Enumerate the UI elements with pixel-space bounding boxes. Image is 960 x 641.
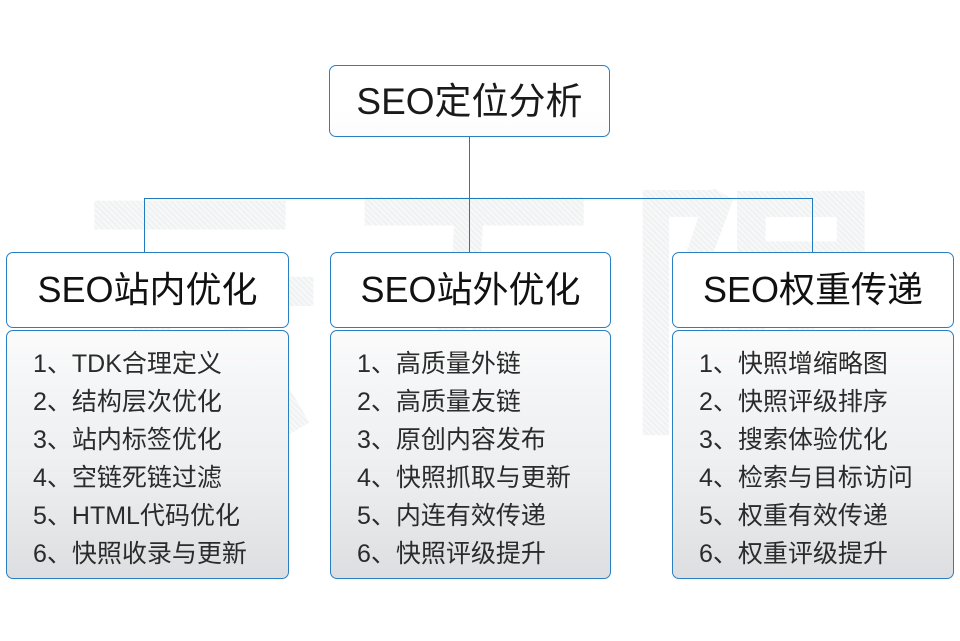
list-item[interactable]: 3、 站内标签优化	[7, 421, 288, 459]
column-header-internal[interactable]: SEO站内优化	[6, 252, 289, 328]
list-item[interactable]: 4、 检索与目标访问	[673, 459, 953, 497]
column-internal: SEO站内优化 1、 TDK合理定义 2、 结构层次优化 3、 站内标签优化 4…	[6, 252, 289, 579]
list-item-index: 2、	[33, 388, 72, 416]
list-item[interactable]: 2、 高质量友链	[331, 383, 610, 421]
root-node[interactable]: SEO定位分析	[329, 65, 610, 137]
list-item-index: 6、	[357, 540, 396, 568]
list-item-index: 5、	[357, 502, 396, 530]
list-item[interactable]: 1、 快照增缩略图	[673, 345, 953, 383]
list-item-index: 3、	[357, 426, 396, 454]
connector-drop-external	[469, 198, 470, 252]
list-item-index: 4、	[357, 464, 396, 492]
list-item-text: 站内标签优化	[71, 426, 222, 454]
item-list-internal: 1、 TDK合理定义 2、 结构层次优化 3、 站内标签优化 4、 空链死链过滤…	[7, 345, 288, 573]
list-item[interactable]: 6、 权重评级提升	[673, 535, 953, 573]
list-item[interactable]: 2、 结构层次优化	[7, 383, 288, 421]
list-item-text: 高质量外链	[395, 350, 521, 378]
column-header-label: SEO站外优化	[360, 269, 581, 310]
list-item-index: 6、	[699, 540, 738, 568]
list-item[interactable]: 5、 HTML代码优化	[7, 497, 288, 535]
list-item-text: 快照评级提升	[395, 540, 546, 568]
list-item-index: 5、	[33, 502, 72, 530]
list-item-text: 内连有效传递	[395, 502, 546, 530]
item-list-external: 1、 高质量外链 2、 高质量友链 3、 原创内容发布 4、 快照抓取与更新 5…	[331, 345, 610, 573]
column-weight: SEO权重传递 1、 快照增缩略图 2、 快照评级排序 3、 搜索体验优化 4、	[672, 252, 954, 579]
column-body-internal: 1、 TDK合理定义 2、 结构层次优化 3、 站内标签优化 4、 空链死链过滤…	[6, 330, 289, 579]
list-item-text: HTML代码优化	[71, 502, 240, 530]
list-item-text: 空链死链过滤	[71, 464, 222, 492]
list-item[interactable]: 6、 快照收录与更新	[7, 535, 288, 573]
list-item-index: 6、	[33, 540, 72, 568]
list-item[interactable]: 2、 快照评级排序	[673, 383, 953, 421]
connector-drop-weight	[812, 198, 813, 252]
list-item-index: 2、	[357, 388, 396, 416]
item-list-weight: 1、 快照增缩略图 2、 快照评级排序 3、 搜索体验优化 4、 检索与目标访问…	[673, 345, 953, 573]
list-item[interactable]: 3、 搜索体验优化	[673, 421, 953, 459]
list-item-text: 快照收录与更新	[71, 540, 247, 568]
list-item-index: 4、	[33, 464, 72, 492]
list-item-index: 1、	[33, 350, 72, 378]
list-item-index: 2、	[699, 388, 738, 416]
list-item[interactable]: 3、 原创内容发布	[331, 421, 610, 459]
column-header-label: SEO站内优化	[37, 269, 258, 310]
connector-root-stem	[469, 137, 470, 198]
list-item[interactable]: 5、 权重有效传递	[673, 497, 953, 535]
root-node-label: SEO定位分析	[356, 80, 583, 122]
list-item[interactable]: 1、 高质量外链	[331, 345, 610, 383]
list-item-text: 权重评级提升	[737, 540, 888, 568]
list-item[interactable]: 5、 内连有效传递	[331, 497, 610, 535]
list-item-text: 快照抓取与更新	[395, 464, 571, 492]
list-item-index: 5、	[699, 502, 738, 530]
list-item-text: 快照评级排序	[737, 388, 888, 416]
list-item-index: 3、	[33, 426, 72, 454]
list-item-text: 快照增缩略图	[737, 350, 888, 378]
list-item[interactable]: 4、 空链死链过滤	[7, 459, 288, 497]
list-item-text: TDK合理定义	[71, 350, 222, 378]
list-item-index: 4、	[699, 464, 738, 492]
list-item-text: 检索与目标访问	[737, 464, 913, 492]
list-item-text: 权重有效传递	[737, 502, 888, 530]
list-item[interactable]: 1、 TDK合理定义	[7, 345, 288, 383]
connector-drop-internal	[144, 198, 145, 252]
column-header-label: SEO权重传递	[702, 269, 924, 310]
column-external: SEO站外优化 1、 高质量外链 2、 高质量友链 3、 原创内容发布 4、 快	[330, 252, 611, 579]
list-item-index: 1、	[699, 350, 738, 378]
column-body-external: 1、 高质量外链 2、 高质量友链 3、 原创内容发布 4、 快照抓取与更新 5…	[330, 330, 611, 579]
column-header-external[interactable]: SEO站外优化	[330, 252, 611, 328]
list-item-index: 1、	[357, 350, 396, 378]
list-item-text: 搜索体验优化	[737, 426, 888, 454]
connector-horizontal-bus	[144, 198, 813, 199]
list-item-index: 3、	[699, 426, 738, 454]
column-body-weight: 1、 快照增缩略图 2、 快照评级排序 3、 搜索体验优化 4、 检索与目标访问…	[672, 330, 954, 579]
list-item-text: 原创内容发布	[395, 426, 546, 454]
list-item[interactable]: 4、 快照抓取与更新	[331, 459, 610, 497]
column-header-weight[interactable]: SEO权重传递	[672, 252, 954, 328]
list-item[interactable]: 6、 快照评级提升	[331, 535, 610, 573]
list-item-text: 结构层次优化	[71, 388, 222, 416]
list-item-text: 高质量友链	[395, 388, 521, 416]
